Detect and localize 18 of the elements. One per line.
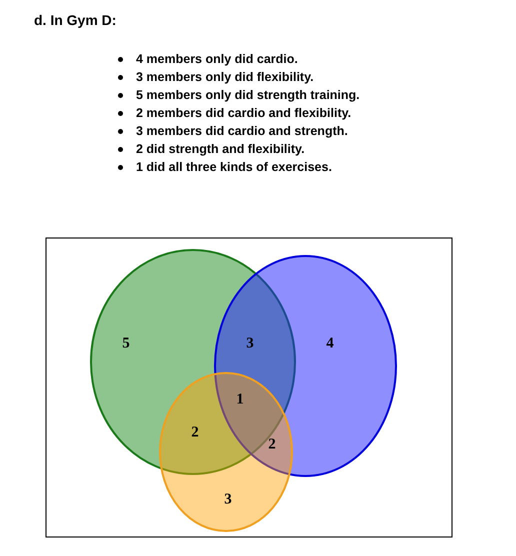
list-item-text: 1 did all three kinds of exercises. [136, 159, 332, 176]
universal-set-rectangle [46, 238, 452, 537]
region-count: 1 [236, 392, 244, 408]
venn-circle [160, 373, 292, 531]
list-item-text: 2 members did cardio and flexibility. [136, 105, 352, 122]
region-count: 3 [224, 492, 232, 508]
region-count: 2 [268, 438, 276, 452]
region-count: 4 [326, 336, 334, 352]
heading: d. In Gym D: [34, 12, 116, 28]
list-item-text: 5 members only did strength training. [136, 87, 360, 104]
region-count: 3 [246, 336, 254, 352]
list-item-text: 3 members only did flexibility. [136, 69, 314, 86]
list-item-text: 2 did strength and flexibility. [136, 141, 305, 158]
list-item-text: 4 members only did cardio. [136, 51, 298, 68]
venn-circle [215, 256, 396, 476]
region-count: 5 [122, 336, 130, 352]
list-item-text: 3 members did cardio and strength. [136, 123, 348, 140]
region-count: 2 [191, 426, 199, 440]
